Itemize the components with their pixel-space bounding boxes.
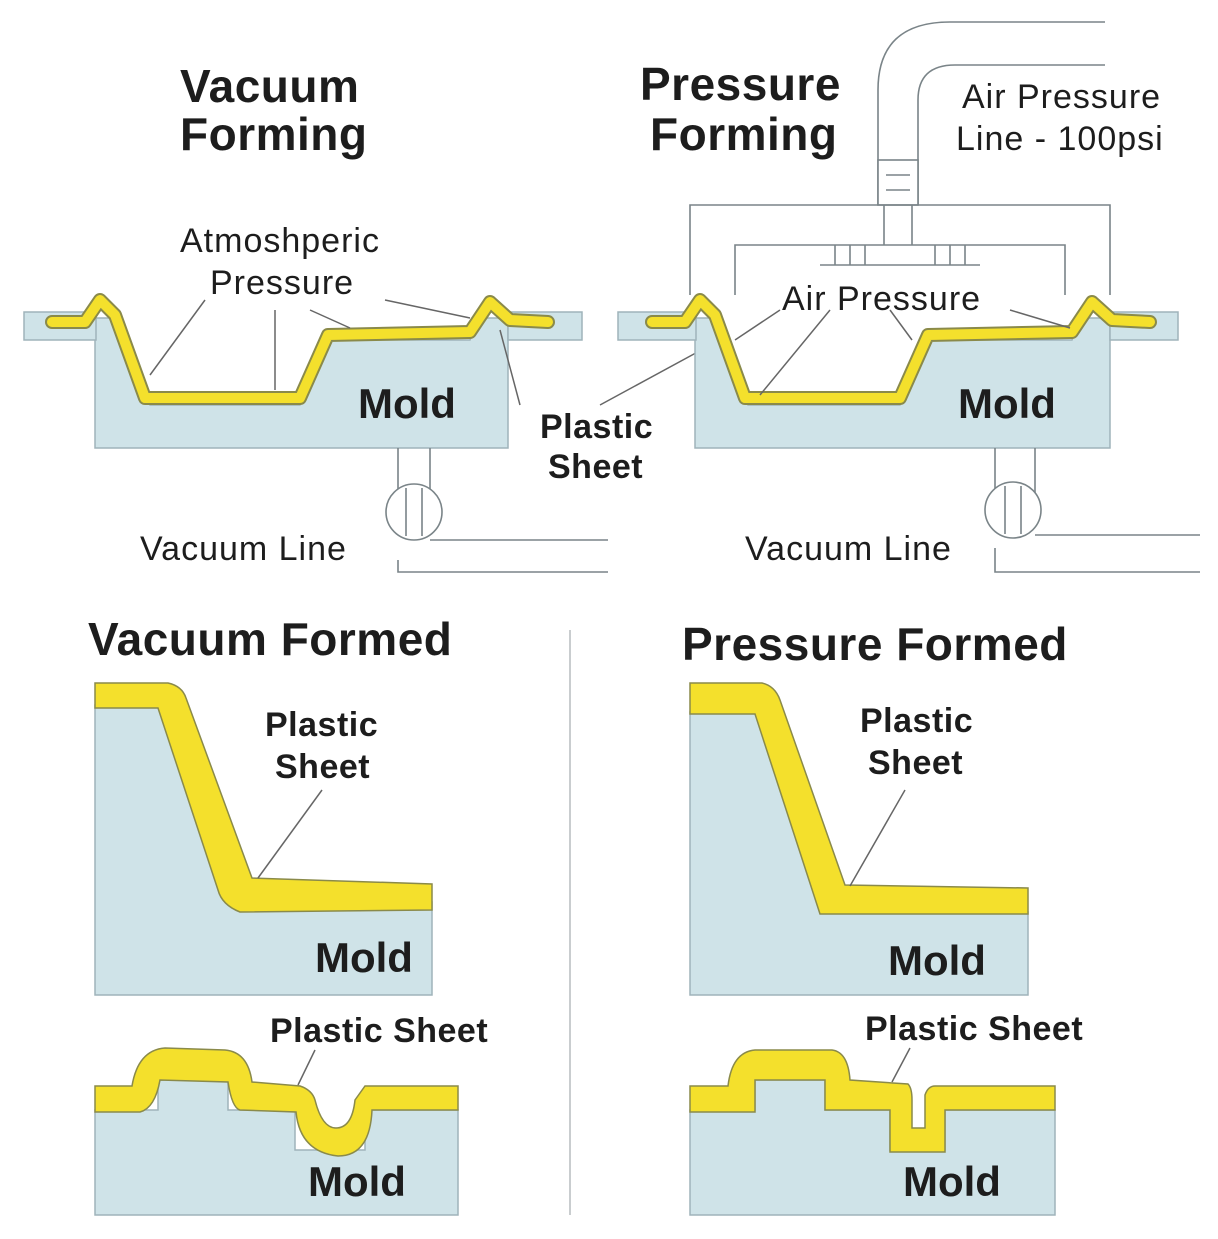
vacuum-plastic-sheet — [47, 295, 553, 403]
pressure-forming-title-1: Pressure — [640, 58, 841, 110]
air-pressure-pipe — [877, 21, 1105, 205]
pressure-formed-plastic-2: Sheet — [868, 744, 963, 782]
pressure-formed-sheet-upper — [689, 682, 1029, 915]
vacuum-line-label-left: Vacuum Line — [140, 530, 347, 568]
plastic-sheet-label-2: Sheet — [548, 448, 643, 486]
atmospheric-label-2: Pressure — [210, 264, 354, 302]
vacuum-forming-panel: Vacuum Forming Atmoshperic Pressure Mold… — [23, 60, 608, 573]
vacuum-formed-leader-upper — [257, 789, 323, 879]
vacuum-valve-icon — [385, 483, 443, 541]
pressure-forming-panel: Pressure Forming Air Pressure Line - 100… — [617, 21, 1200, 573]
atmospheric-leader-far — [384, 299, 471, 319]
air-leader-1 — [734, 309, 781, 341]
pressure-formed-panel: Pressure Formed Plastic Sheet Mold Plast… — [682, 618, 1083, 1216]
pressure-formed-mold-upper-label: Mold — [888, 937, 986, 984]
shared-plastic-label: Plastic Sheet — [499, 329, 706, 486]
vacuum-formed-mold-upper-label: Mold — [315, 934, 413, 981]
vacuum-formed-sheet-upper — [94, 682, 433, 913]
vacuum-forming-title-1: Vacuum — [180, 60, 359, 112]
air-leader-3 — [889, 309, 913, 341]
pressure-plastic-sheet — [647, 295, 1155, 403]
vacuum-formed-title: Vacuum Formed — [88, 613, 452, 665]
vacuum-formed-mold-lower-label: Mold — [308, 1158, 406, 1205]
atmospheric-leader-right — [309, 309, 351, 329]
air-leader-4 — [1009, 309, 1071, 329]
atmospheric-label-1: Atmoshperic — [180, 222, 380, 260]
air-fitting — [877, 159, 919, 206]
pressure-forming-mold-label: Mold — [958, 380, 1056, 427]
air-leader-2 — [759, 309, 831, 396]
vacuum-formed-plastic-2: Sheet — [275, 748, 370, 786]
pressure-forming-title-2: Forming — [650, 108, 837, 160]
air-pressure-line-label-2: Line - 100psi — [956, 120, 1164, 158]
vacuum-formed-plastic-1: Plastic — [265, 706, 378, 744]
pressure-formed-mold-lower-label: Mold — [903, 1158, 1001, 1205]
vacuum-line-label-right: Vacuum Line — [745, 530, 952, 568]
pressure-formed-plastic-sheet: Plastic Sheet — [865, 1010, 1083, 1048]
plastic-leader-right — [599, 347, 706, 406]
plastic-sheet-label-1: Plastic — [540, 408, 653, 446]
pressure-formed-sheet-lower — [689, 1049, 1056, 1153]
pressure-formed-leader-lower — [891, 1047, 911, 1083]
pressure-vacuum-pipe — [994, 448, 1200, 573]
plastic-leader-left — [499, 329, 521, 406]
pressure-formed-plastic-1: Plastic — [860, 702, 973, 740]
vacuum-forming-mold-label: Mold — [358, 380, 456, 427]
vacuum-formed-sheet-lower — [94, 1047, 459, 1157]
air-pressure-label: Air Pressure — [782, 280, 981, 318]
air-pressure-line-label-1: Air Pressure — [962, 78, 1161, 116]
pressure-formed-leader-upper — [849, 789, 906, 887]
vacuum-formed-panel: Vacuum Formed Plastic Sheet Mold Plastic… — [88, 613, 488, 1216]
pressure-formed-title: Pressure Formed — [682, 618, 1068, 670]
pressure-box — [689, 204, 1111, 295]
atmospheric-leader-left — [149, 299, 206, 376]
vacuum-line-pipe — [397, 448, 608, 573]
vacuum-formed-plastic-sheet: Plastic Sheet — [270, 1012, 488, 1050]
pressure-valve-icon — [984, 481, 1042, 539]
vacuum-forming-title-2: Forming — [180, 108, 367, 160]
vacuum-formed-leader-lower — [297, 1049, 316, 1086]
